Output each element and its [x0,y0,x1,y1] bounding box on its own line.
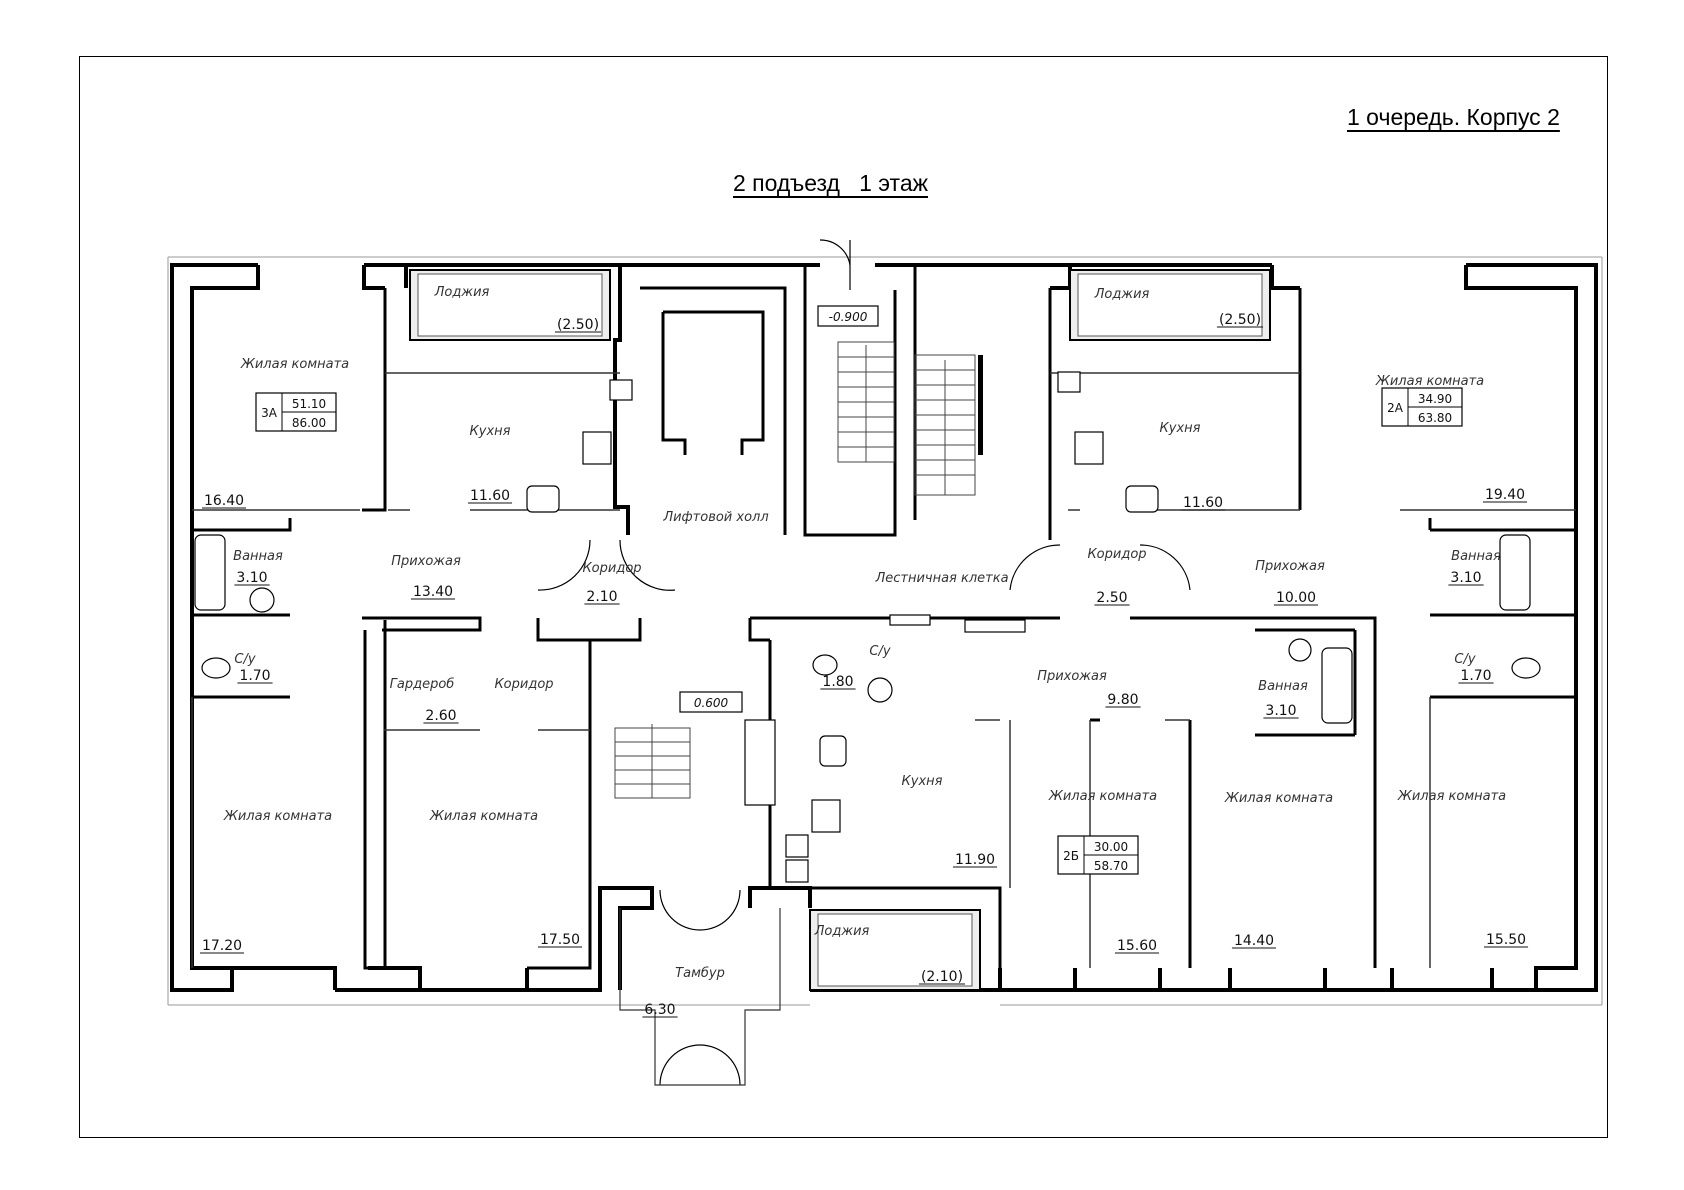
kitchen-right-label: Кухня [1160,421,1201,436]
apt-3a-tag: 3А 51.10 86.00 [255,392,337,432]
loggia-top-right-area: (2.50) [1219,312,1261,328]
vestibule-outline [619,908,781,1086]
wc-left-label: С/у [234,652,255,667]
stairwell-label: Лестничная клетка [874,571,1008,586]
hall-2b-label: Прихожая [1037,669,1107,684]
living-bottom-r1-area: 14.40 [1234,933,1274,949]
apt-2b-code: 2Б [1063,849,1079,863]
vestibule-area: 6.30 [644,1002,675,1018]
corridor-small-left-area: 2.10 [586,589,617,605]
living-2b-area: 15.60 [1117,938,1157,954]
bath-left-label: Ванная [233,549,283,564]
stairs [614,341,976,799]
hall-left-area: 13.40 [413,584,453,600]
drawing-frame [79,56,1608,1138]
apt-2a-code: 2А [1387,401,1404,415]
loggia-top-left-label: Лоджия [434,285,490,300]
living-top-left-label: Жилая комната [240,357,349,372]
vestibule-label: Тамбур [675,966,725,981]
facade-lines [167,256,1603,1006]
wardrobe-label: Гардероб [390,677,455,692]
doors [537,239,1191,1086]
kitchen-left-area: 11.60 [470,488,510,504]
bath-2b-area: 3.10 [1265,703,1296,719]
apt-2b-total-area: 58.70 [1094,859,1128,873]
kitchen-left-label: Кухня [470,424,511,439]
living-bottom-left2-label: Жилая комната [429,809,538,824]
kitchen-right-area: 11.60 [1183,495,1223,511]
wc-left-area: 1.70 [239,668,270,684]
bath-right-label: Ванная [1451,549,1501,564]
apt-2b-living-area: 30.00 [1094,840,1128,854]
project-title: 1 очередь. Корпус 2 [1347,104,1560,130]
loggia-bottom-area: (2.10) [921,969,963,985]
svg-text:0.600: 0.600 [694,696,729,710]
kitchen-2b-area: 11.90 [955,852,995,868]
living-bottom-left-label: Жилая комната [223,809,332,824]
corridor-left-label: Коридор [494,677,553,692]
wc-2b-area: 1.80 [822,674,853,690]
living-bottom-r2-area: 15.50 [1486,932,1526,948]
wc-right-area: 1.70 [1460,668,1491,684]
apt-3a-living-area: 51.10 [292,397,326,411]
corridor-right-area: 2.50 [1096,590,1127,606]
apt-2a-total-area: 63.80 [1418,411,1452,425]
corridor-right-label: Коридор [1087,547,1146,562]
loggia-top-right-label: Лоджия [1094,287,1150,302]
apt-2a-tag: 2А 34.90 63.80 [1381,387,1463,427]
living-2b-label: Жилая комната [1048,789,1157,804]
lift-hall-label: Лифтовой холл [662,510,768,525]
corridor-small-left-label: Коридор [582,561,641,576]
hall-2b-area: 9.80 [1107,692,1138,708]
apt-2a-living-area: 34.90 [1418,392,1452,406]
living-bottom-left-area: 17.20 [202,938,242,954]
apt-3a-total-area: 86.00 [292,416,326,430]
floor-title: 2 подъезд 1 этаж [733,170,928,196]
bath-2b-label: Ванная [1258,679,1308,694]
plumbing-fixtures [194,371,1541,883]
apartment-tags: 3А 51.10 86.00 2А 34.90 63.80 2Б 30.00 58.70 [255,387,1463,875]
living-bottom-r2-label: Жилая комната [1397,789,1506,804]
level-marker-minus: -0.900 [817,305,879,327]
living-top-left-area: 16.40 [204,493,244,509]
living-bottom-r1-label: Жилая комната [1224,791,1333,806]
hall-right-area: 10.00 [1276,590,1316,606]
hall-left-label: Прихожая [391,554,461,569]
svg-text:-0.900: -0.900 [829,310,868,324]
kitchen-2b-label: Кухня [902,774,943,789]
level-marker-plus: 0.600 [679,691,743,713]
loggia-bottom-label: Лоджия [814,924,870,939]
loggia-top-left-area: (2.50) [557,317,599,333]
apt-3a-code: 3А [261,406,278,420]
interior-walls [190,265,1576,970]
room-labels: Лоджия (2.50) Лоджия (2.50) Лоджия (2.10) Жила… [199,285,1529,1018]
living-bottom-left2-area: 17.50 [540,932,580,948]
bath-left-area: 3.10 [236,570,267,586]
living-top-right-label: Жилая комната [1375,374,1484,389]
wc-right-label: С/у [1454,652,1475,667]
wardrobe-area: 2.60 [425,708,456,724]
bath-right-area: 3.10 [1450,570,1481,586]
living-top-right-area: 19.40 [1485,487,1525,503]
apt-2b-tag: 2Б 30.00 58.70 [1057,835,1139,875]
wc-2b-label: С/у [869,644,890,659]
hall-right-label: Прихожая [1255,559,1325,574]
